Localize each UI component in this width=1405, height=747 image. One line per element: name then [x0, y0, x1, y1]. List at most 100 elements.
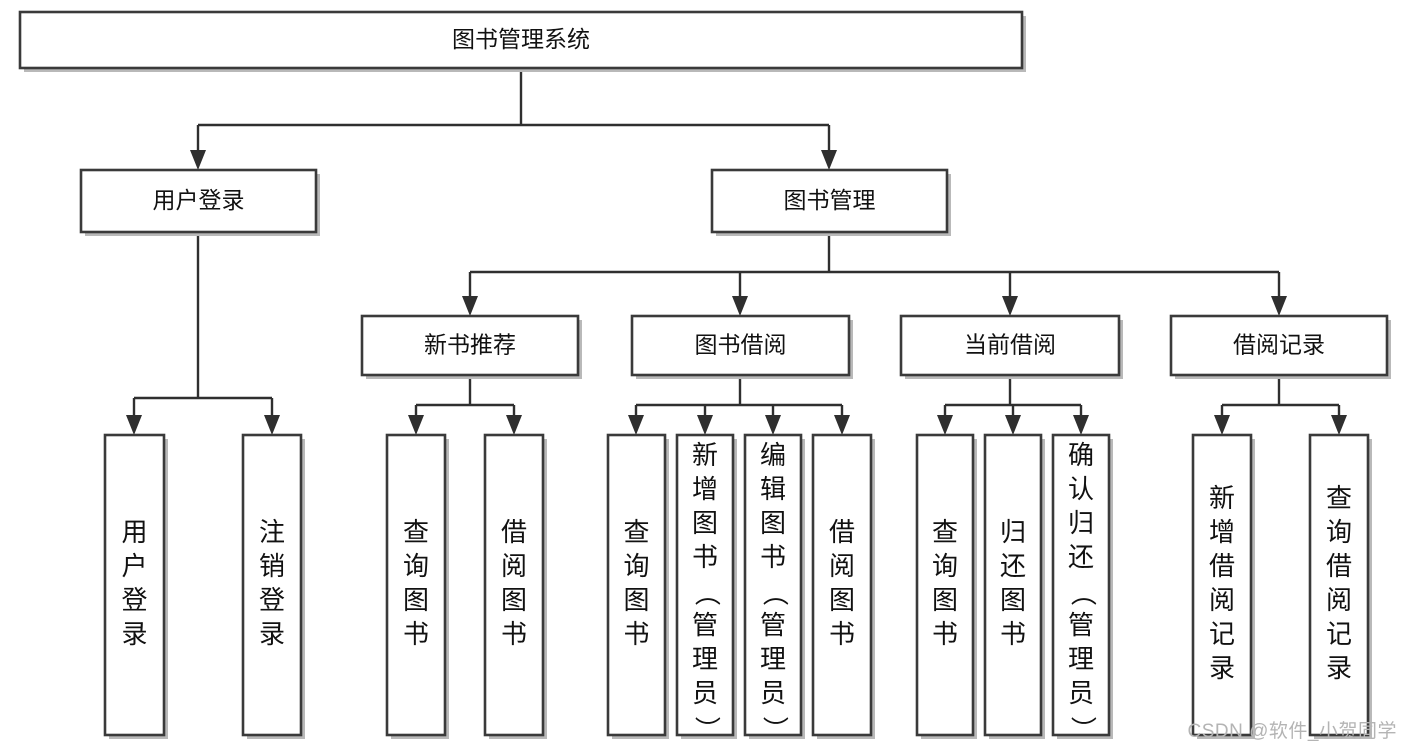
node-root[interactable]: 图书管理系统 — [18, 10, 1026, 72]
node-book-borrow[interactable]: 图书借阅 — [630, 314, 853, 379]
node-box[interactable] — [1051, 433, 1111, 737]
node-label-char: （ — [1068, 580, 1098, 606]
node-box[interactable] — [1308, 433, 1370, 737]
node-box[interactable] — [241, 433, 303, 737]
connector-group-book-borrow — [628, 375, 850, 435]
arrow-head-icon — [1214, 415, 1230, 435]
node-user-login[interactable]: 用户登录 — [79, 168, 320, 236]
node-box[interactable] — [483, 433, 545, 737]
node-layer: 图书管理系统用户登录图书管理新书推荐图书借阅当前借阅借阅记录用户登录注销登录查询… — [18, 10, 1391, 742]
node-label-char: 书 — [760, 542, 786, 572]
node-box[interactable] — [743, 433, 803, 737]
node-label: 图书借阅 — [695, 332, 787, 358]
node-label-char: 阅 — [501, 551, 527, 581]
node-label-char: （ — [692, 580, 722, 606]
node-label-char: 询 — [623, 551, 649, 581]
node-label-char: 图 — [932, 585, 958, 615]
node-label-char: 书 — [829, 619, 855, 649]
node-label-char: 阅 — [1209, 585, 1235, 615]
node-label-char: 归 — [1068, 508, 1094, 538]
arrow-head-icon — [628, 415, 644, 435]
node-borrow-record[interactable]: 借阅记录 — [1169, 314, 1391, 379]
arrow-head-icon — [1005, 415, 1021, 435]
node-label-char: 管 — [1068, 610, 1094, 640]
node-box[interactable] — [1169, 314, 1389, 377]
node-label-char: 图 — [829, 585, 855, 615]
node-box[interactable] — [79, 168, 318, 234]
node-new-book-recommend[interactable]: 新书推荐 — [360, 314, 582, 379]
node-label-char: 员 — [1068, 678, 1094, 708]
node-label-char: 书 — [692, 542, 718, 572]
arrow-head-icon — [1002, 296, 1018, 316]
node-label-char: 用 — [121, 517, 147, 547]
node-box[interactable] — [675, 433, 735, 737]
node-label-char: 查 — [403, 517, 429, 547]
node-box[interactable] — [710, 168, 949, 234]
node-label-char: ） — [760, 716, 790, 742]
node-label-char: 录 — [259, 619, 285, 649]
connector-group-borrow-record — [1214, 375, 1347, 435]
node-label-char: 登 — [121, 585, 147, 615]
node-box[interactable] — [606, 433, 667, 737]
node-label: 图书管理系统 — [452, 26, 590, 52]
node-box[interactable] — [360, 314, 580, 377]
node-label-char: 还 — [1000, 551, 1026, 581]
node-label-char: 增 — [1209, 517, 1235, 547]
node-label-char: 员 — [692, 678, 718, 708]
node-box[interactable] — [1191, 433, 1253, 737]
node-box[interactable] — [18, 10, 1024, 70]
node-label: 图书管理 — [784, 187, 876, 213]
node-box[interactable] — [983, 433, 1043, 737]
node-label-char: 新 — [692, 440, 718, 470]
arrow-head-icon — [1271, 296, 1287, 316]
node-label-char: 借 — [1209, 551, 1235, 581]
node-box[interactable] — [811, 433, 873, 737]
node-current-borrow[interactable]: 当前借阅 — [899, 314, 1123, 379]
node-book-manage[interactable]: 图书管理 — [710, 168, 951, 236]
node-label-char: （ — [760, 580, 790, 606]
watermark-label: CSDN @软件_小贺同学 — [1187, 721, 1397, 742]
node-box[interactable] — [899, 314, 1121, 377]
node-label: 借阅记录 — [1233, 332, 1325, 358]
node-label-char: 确 — [1068, 440, 1094, 470]
node-label-char: 理 — [760, 644, 786, 674]
node-label-char: 注 — [259, 517, 285, 547]
node-box[interactable] — [385, 433, 447, 737]
node-label-char: 图 — [692, 508, 718, 538]
arrow-head-icon — [765, 415, 781, 435]
connector-group-current-borrow — [937, 375, 1089, 435]
node-label-char: 录 — [121, 619, 147, 649]
node-label-char: 借 — [1326, 551, 1352, 581]
connector-layer — [126, 68, 1347, 435]
node-label-char: 查 — [623, 517, 649, 547]
node-label-char: 借 — [501, 517, 527, 547]
node-label-char: 书 — [623, 619, 649, 649]
arrow-head-icon — [834, 415, 850, 435]
node-label: 新书推荐 — [424, 332, 516, 358]
node-label-char: 阅 — [829, 551, 855, 581]
node-label-char: 图 — [1000, 585, 1026, 615]
node-box[interactable] — [915, 433, 975, 737]
node-label-char: 管 — [760, 610, 786, 640]
node-leaf-user-login[interactable]: 用户登录 — [103, 433, 168, 739]
node-label-char: 登 — [259, 585, 285, 615]
node-box[interactable] — [103, 433, 166, 737]
node-box[interactable] — [630, 314, 851, 377]
node-label-char: 录 — [1209, 653, 1235, 683]
node-label-char: 查 — [1326, 483, 1352, 513]
node-label-char: 理 — [692, 644, 718, 674]
arrow-head-icon — [190, 150, 206, 170]
